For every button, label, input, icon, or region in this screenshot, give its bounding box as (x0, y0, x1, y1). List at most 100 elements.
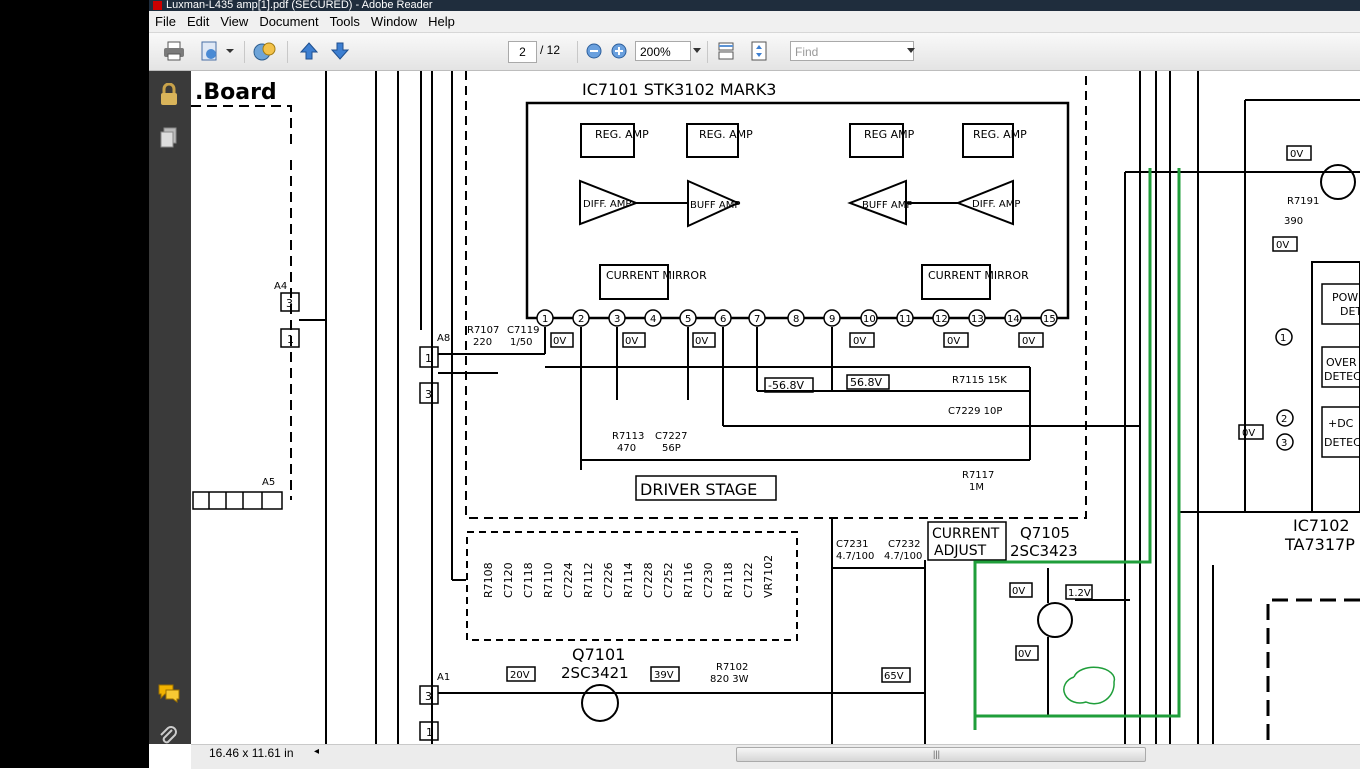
svg-text:390: 390 (1284, 216, 1303, 227)
menu-file[interactable]: File (155, 14, 176, 29)
ic-pin-3 (608, 309, 626, 327)
menu-tools[interactable]: Tools (329, 14, 360, 29)
menu-window[interactable]: Window (370, 14, 418, 29)
navigation-pane (149, 71, 191, 744)
ic-pin-14 (1004, 309, 1022, 327)
reg-amp-3: REG AMP (864, 128, 915, 141)
create-pdf-button[interactable] (197, 39, 237, 63)
parts-list-item: C7224 (562, 562, 575, 598)
svg-text:4.7/100: 4.7/100 (884, 551, 922, 562)
svg-text:0V: 0V (1022, 336, 1035, 347)
scroll-left-arrow[interactable]: ◂ (314, 746, 320, 757)
ic-pin-label: 12 (935, 314, 948, 325)
ic-pin-label: 3 (614, 314, 620, 325)
parts-list-item: C7118 (522, 562, 535, 598)
svg-text:DETEC: DETEC (1324, 436, 1360, 449)
connector-a1-label: A1 (437, 672, 450, 683)
toolbar: 2 / 12 200% Find (149, 33, 1360, 71)
menu-edit[interactable]: Edit (186, 14, 210, 29)
security-lock-button[interactable] (158, 82, 180, 112)
svg-text:0V: 0V (1276, 240, 1289, 251)
reg-amp-4: REG. AMP (973, 128, 1027, 141)
driver-stage-label: DRIVER STAGE (640, 480, 757, 499)
svg-text:-56.8V: -56.8V (768, 379, 804, 392)
svg-text:0V: 0V (695, 336, 708, 347)
ic-pin-9 (823, 309, 841, 327)
connector-a4-label: A4 (274, 281, 287, 292)
ic-pin-7 (748, 309, 766, 327)
svg-text:C7232: C7232 (888, 539, 920, 550)
print-icon (164, 41, 184, 61)
svg-text:0V: 0V (1018, 649, 1031, 660)
ic-pin-label: 6 (720, 314, 726, 325)
svg-text:3: 3 (425, 388, 432, 401)
next-page-button[interactable] (328, 39, 352, 63)
svg-text:3: 3 (286, 297, 293, 310)
ic-pin-4 (644, 309, 662, 327)
svg-text:0V: 0V (1012, 586, 1025, 597)
svg-text:0V: 0V (1290, 149, 1303, 160)
svg-text:C7231: C7231 (836, 539, 868, 550)
zoom-dropdown-button[interactable] (692, 43, 702, 59)
page-number-input[interactable]: 2 (508, 41, 537, 63)
dc-detect-block: +DC (1328, 417, 1354, 430)
zoom-level-select[interactable]: 200% (635, 41, 691, 61)
current-adjust-label-2: ADJUST (934, 543, 987, 559)
svg-text:4.7/100: 4.7/100 (836, 551, 874, 562)
zoom-out-button[interactable] (585, 39, 603, 63)
svg-text:1/50: 1/50 (510, 337, 532, 348)
document-viewport[interactable]: .Board A4 3 1 A5 A8 1 3 IC7101 STK3102 M… (191, 71, 1360, 744)
zoom-in-icon (611, 43, 627, 59)
menu-help[interactable]: Help (428, 14, 455, 29)
pages-icon (160, 127, 177, 148)
parts-list-item: R7118 (722, 562, 735, 598)
zoom-in-button[interactable] (610, 39, 628, 63)
fit-page-button[interactable] (748, 39, 770, 63)
parts-list-item: C7228 (642, 562, 655, 598)
share-button[interactable] (251, 39, 279, 63)
share-icon (253, 42, 276, 61)
adobe-reader-icon (153, 1, 162, 10)
parts-list-item: C7120 (502, 562, 515, 598)
ic-pin-label: 11 (899, 314, 912, 325)
svg-text:56P: 56P (662, 443, 681, 454)
menu-document[interactable]: Document (259, 14, 319, 29)
svg-text:0V: 0V (625, 336, 638, 347)
ic-pin-label: 1 (542, 314, 548, 325)
comments-button[interactable] (157, 683, 181, 708)
horizontal-scrollbar-thumb[interactable]: ||| (736, 747, 1146, 762)
ic7101-title: IC7101 STK3102 MARK3 (582, 80, 776, 99)
svg-text:20V: 20V (510, 670, 530, 681)
parts-list-item: C7122 (742, 562, 755, 598)
ic-pin-6 (714, 309, 732, 327)
ic-pin-10 (860, 309, 878, 327)
print-button[interactable] (161, 39, 187, 63)
ic7102-label: IC7102 (1293, 516, 1350, 535)
parts-list-item: R7116 (682, 562, 695, 598)
parts-list-item: C7252 (662, 562, 675, 598)
q7101-type: 2SC3421 (561, 664, 629, 682)
svg-text:470: 470 (617, 443, 636, 454)
svg-text:3: 3 (425, 690, 432, 703)
svg-text:C7119: C7119 (507, 325, 539, 336)
menu-bar: File Edit View Document Tools Window Help (149, 11, 1360, 33)
pages-panel-button[interactable] (159, 127, 179, 154)
current-adjust-label-1: CURRENT (932, 526, 1000, 542)
paperclip-icon (160, 726, 177, 744)
ic-pin-label: 8 (793, 314, 799, 325)
parts-list-item: R7110 (542, 562, 555, 598)
previous-page-button[interactable] (297, 39, 321, 63)
ic-pin-label: 14 (1007, 314, 1020, 325)
ic-pin-label: 15 (1043, 314, 1056, 325)
menu-view[interactable]: View (220, 14, 249, 29)
find-options-button[interactable] (906, 43, 916, 59)
ic-pin-label: 10 (863, 314, 876, 325)
find-input[interactable]: Find (790, 41, 914, 61)
desktop-background (0, 0, 149, 768)
attachments-button[interactable] (158, 725, 178, 752)
parts-list-item: R7108 (482, 562, 495, 598)
scroll-mode-button[interactable] (715, 39, 737, 63)
current-mirror-1: CURRENT MIRROR (606, 269, 707, 282)
svg-text:1: 1 (287, 333, 294, 346)
over-detect-block: OVER (1326, 356, 1357, 369)
